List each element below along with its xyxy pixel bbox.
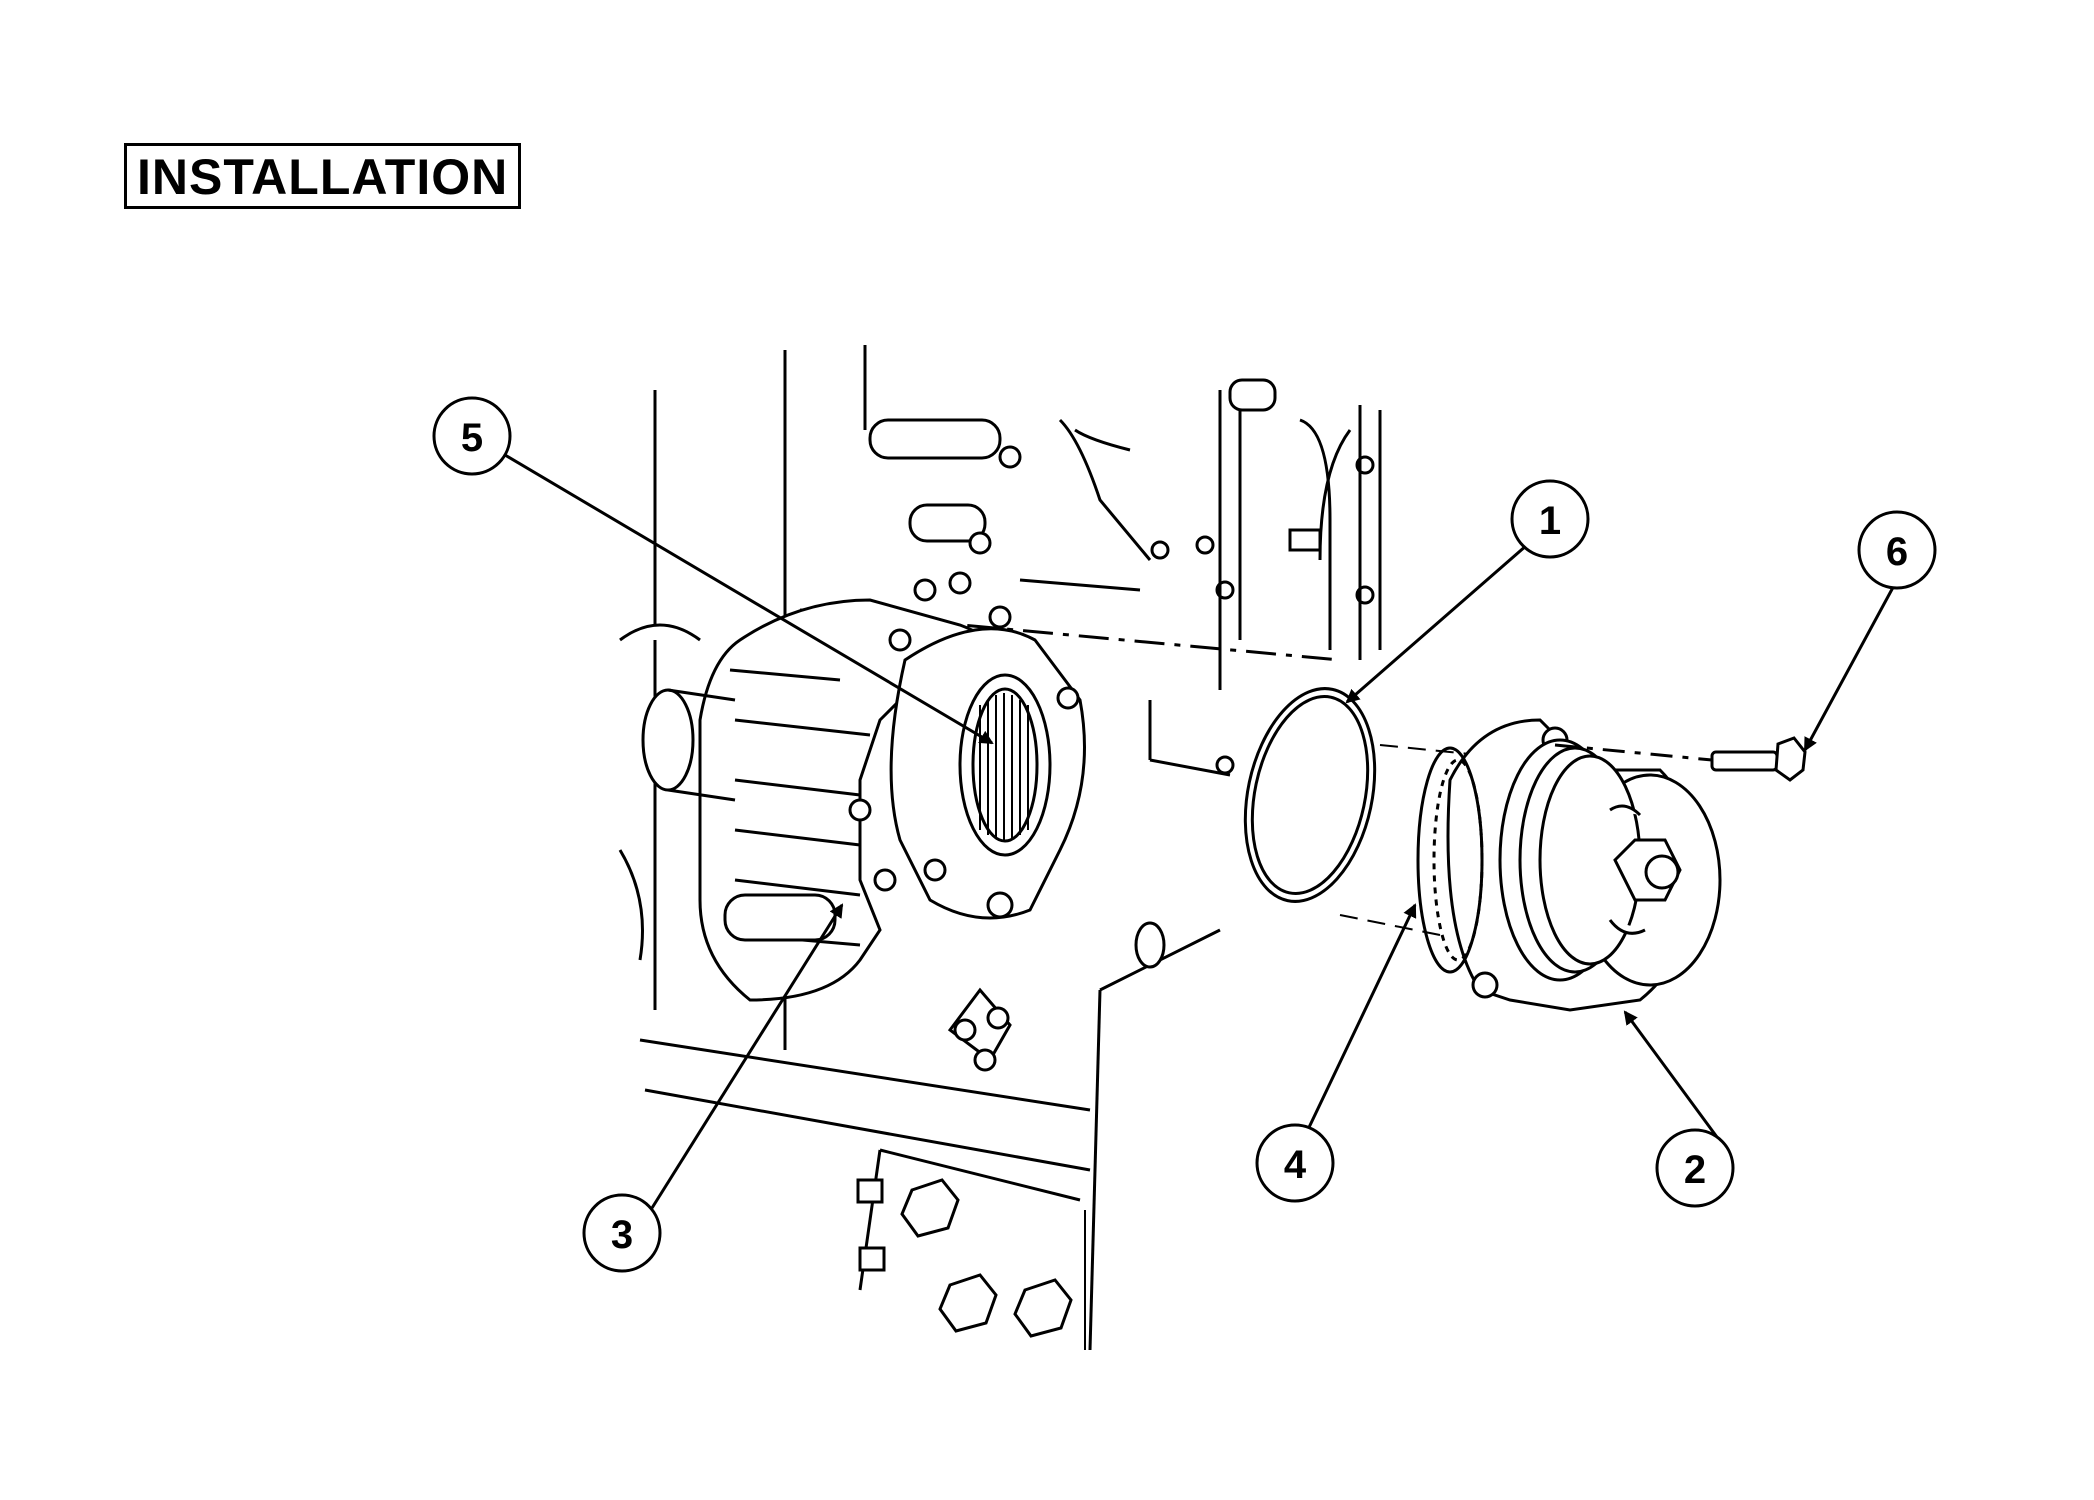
callout-1-label: 1	[1539, 499, 1561, 543]
coolant-pipe	[618, 623, 736, 961]
section-title: INSTALLATION	[124, 143, 522, 209]
lower-bolts	[856, 1178, 1073, 1338]
callout-3-label: 3	[611, 1213, 633, 1257]
callout-6: 6	[1857, 510, 1937, 590]
callout-5: 5	[432, 396, 512, 476]
callout-1: 1	[1510, 479, 1590, 559]
callout-2-label: 2	[1684, 1148, 1706, 1192]
mounting-studs	[868, 378, 1277, 555]
callout-3: 3	[582, 1193, 662, 1273]
callout-5-label: 5	[461, 416, 483, 460]
cap-screw	[1554, 736, 1807, 782]
callout-4: 4	[1255, 1123, 1335, 1203]
callout-4-label: 4	[1284, 1143, 1307, 1187]
water-pump	[1446, 718, 1722, 1012]
o-ring	[1243, 687, 1377, 903]
callout-6-label: 6	[1886, 530, 1908, 574]
flange-splines	[979, 693, 1029, 840]
lower-bracket	[947, 921, 1166, 1072]
pump-drive-gear	[1416, 746, 1484, 974]
callout-2: 2	[1655, 1128, 1735, 1208]
leader-lines	[504, 453, 1899, 1209]
